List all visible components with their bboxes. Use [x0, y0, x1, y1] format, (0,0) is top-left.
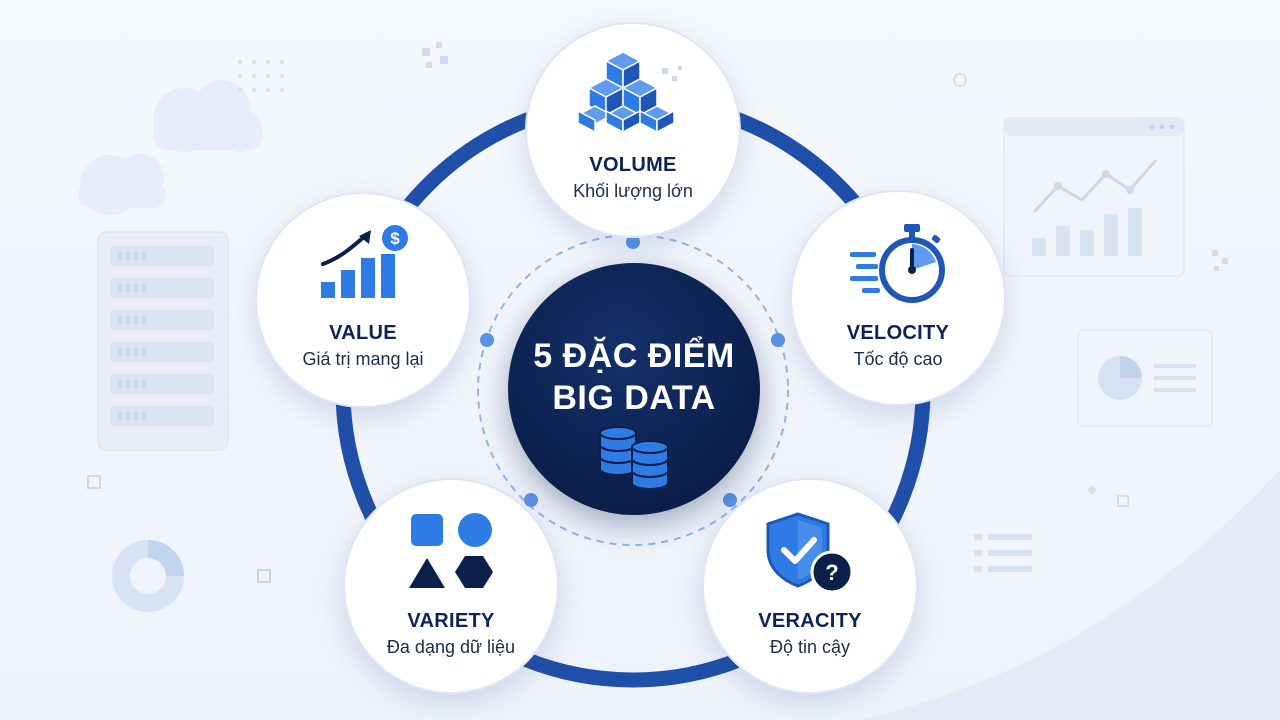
node-title: VELOCITY	[846, 322, 950, 344]
node-title: VALUE	[329, 322, 397, 344]
node-volume: VOLUME Khối lượng lớn	[525, 22, 741, 238]
ring-connector-dot	[524, 493, 538, 507]
dollar-icon	[382, 225, 408, 251]
node-velocity: VELOCITY Tốc độ cao	[790, 190, 1006, 406]
triangle-shape	[409, 558, 445, 588]
svg-text:?: ?	[825, 560, 838, 585]
server-rack-icon	[97, 231, 229, 451]
node-title: VERACITY	[758, 610, 862, 632]
database-icon	[599, 426, 669, 490]
list-icon	[974, 534, 1032, 572]
donut-chart-icon	[112, 540, 184, 612]
center-title-line2: BIG DATA	[552, 379, 716, 417]
center-title-disc: 5 ĐẶC ĐIỂM BIG DATA	[508, 263, 760, 515]
shapes-icon	[409, 513, 493, 588]
dot-pattern	[238, 60, 284, 92]
question-icon	[810, 550, 854, 594]
center-title-line1: 5 ĐẶC ĐIỂM	[533, 337, 735, 375]
node-subtitle: Độ tin cậy	[769, 637, 851, 657]
cloud-icon	[153, 80, 263, 152]
node-variety: VARIETY Đa dạng dữ liệu	[343, 478, 559, 694]
analytics-window-icon	[1003, 117, 1185, 277]
cubes-icon	[578, 51, 682, 134]
node-value: $ VALUE Giá trị mang lại	[255, 192, 471, 408]
node-title: VARIETY	[407, 610, 495, 632]
cloud-icon	[78, 154, 166, 215]
ring-connector-dot	[723, 493, 737, 507]
stopwatch-icon	[850, 224, 945, 303]
shield-check-icon: ?	[766, 512, 854, 594]
ring-connector-dot	[771, 333, 785, 347]
growth-chart-dollar-icon: $	[321, 225, 408, 298]
node-subtitle: Đa dạng dữ liệu	[386, 637, 516, 657]
background-wave	[860, 470, 1280, 720]
svg-text:$: $	[390, 229, 400, 248]
circle-shape	[458, 513, 492, 547]
pie-chart-card-icon	[1077, 329, 1213, 427]
square-shape	[411, 514, 443, 546]
ring-connector-dot	[626, 235, 640, 249]
node-veracity: ? VERACITY Độ tin cậy	[702, 478, 918, 694]
node-subtitle: Giá trị mang lại	[302, 349, 424, 369]
hexagon-shape	[455, 556, 493, 588]
node-subtitle: Khối lượng lớn	[573, 181, 693, 201]
ring-connector-dot	[480, 333, 494, 347]
node-subtitle: Tốc độ cao	[853, 349, 943, 369]
node-title: VOLUME	[589, 154, 677, 176]
